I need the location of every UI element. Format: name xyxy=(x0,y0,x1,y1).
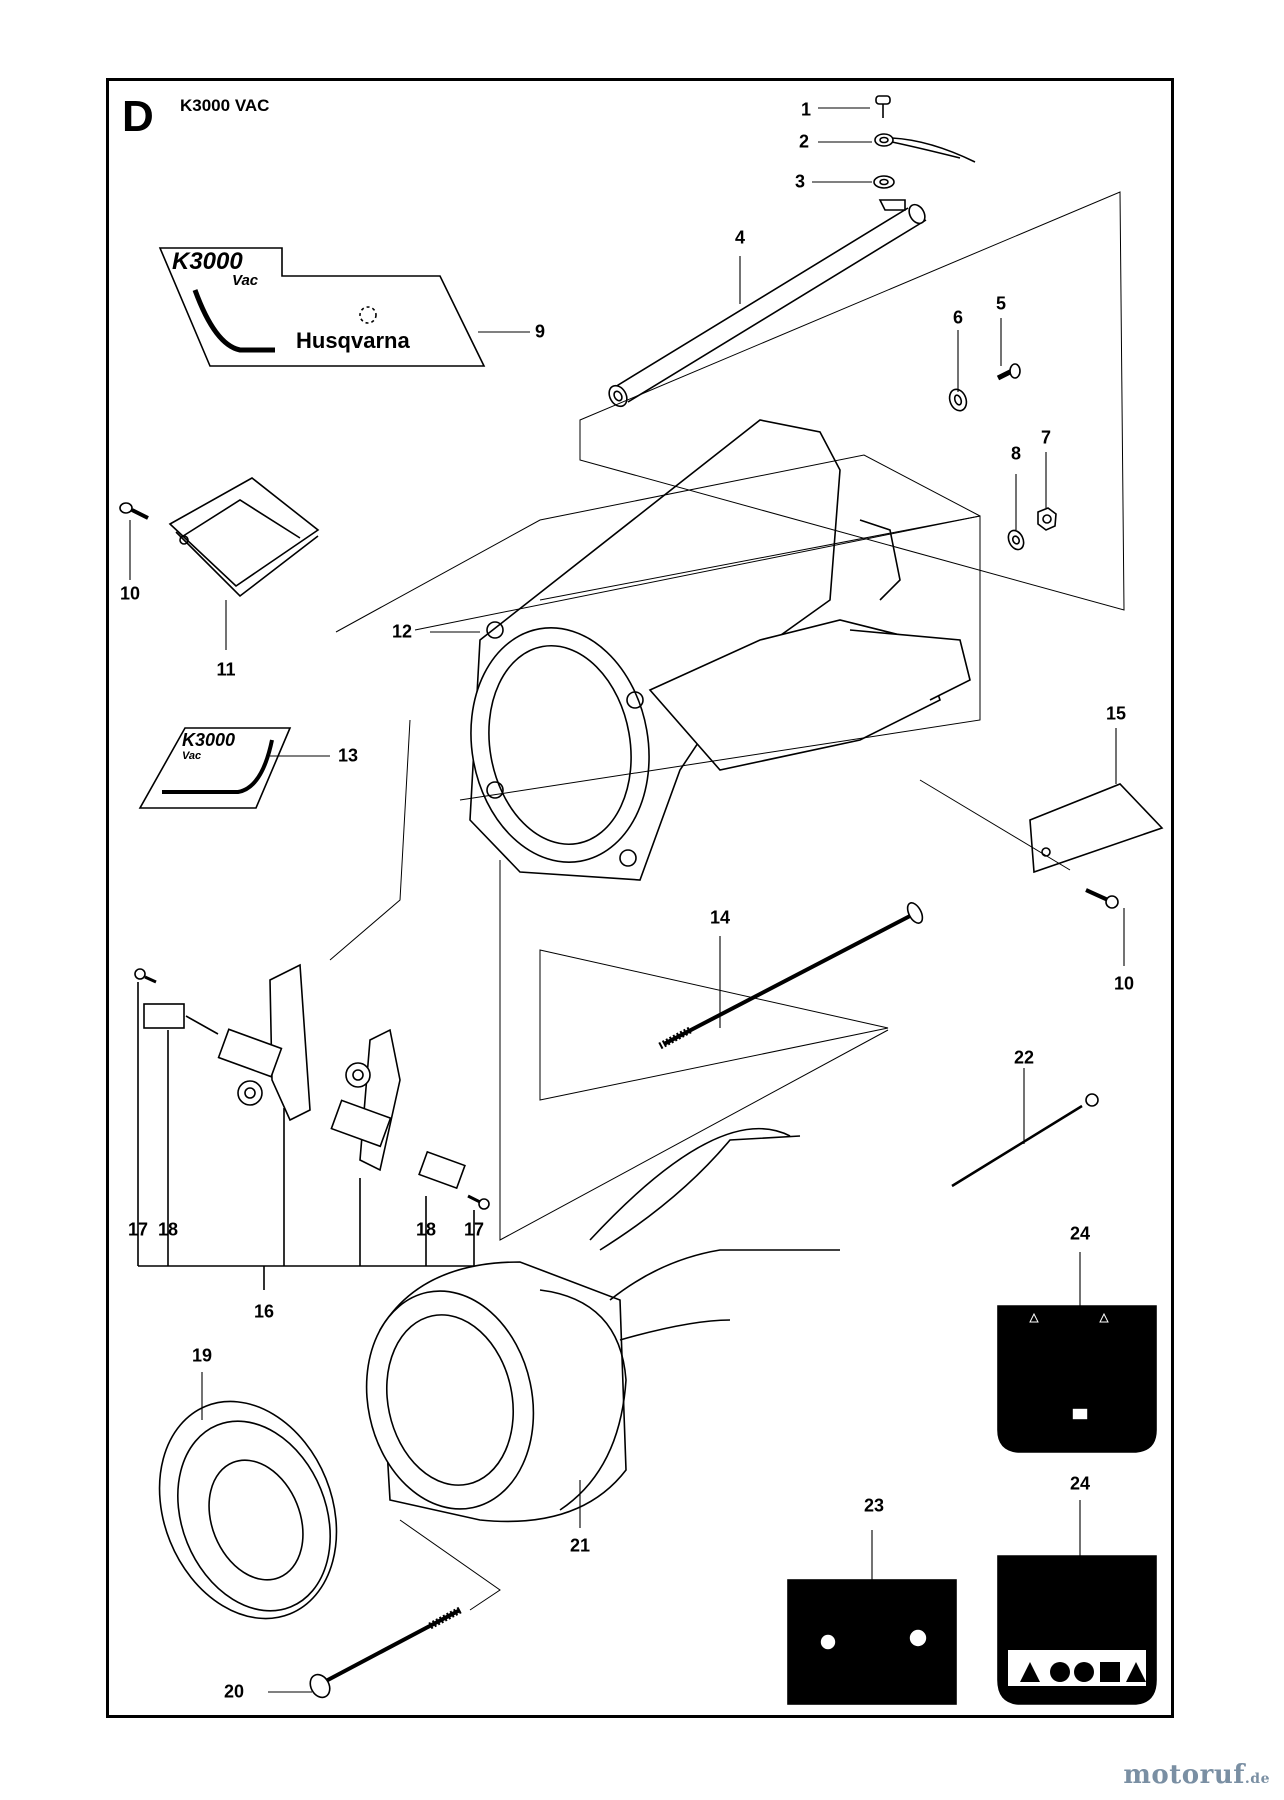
part-decal-13 xyxy=(138,727,292,809)
callout-12: 12 xyxy=(391,621,413,642)
bracket-16 xyxy=(137,982,475,1290)
callout-9: 9 xyxy=(534,321,546,342)
callout-3: 3 xyxy=(794,171,806,192)
callout-7: 7 xyxy=(1040,427,1052,448)
callout-11: 11 xyxy=(216,659,236,680)
diagram-frame xyxy=(106,78,1174,1718)
callout-1: 1 xyxy=(800,99,812,120)
part-bolt-20 xyxy=(309,1606,462,1699)
part-brush-holder-right xyxy=(330,1028,466,1190)
callout-13: 13 xyxy=(337,745,359,766)
part-stator-21 xyxy=(365,1127,840,1523)
part-tube-4 xyxy=(608,199,927,408)
part-screw-17-right xyxy=(467,1194,490,1210)
decal-13-model-text: K3000 xyxy=(182,730,236,750)
callout-10-right: 10 xyxy=(1113,973,1135,994)
callout-17-left: 17 xyxy=(127,1219,149,1240)
model-title: K3000 VAC xyxy=(180,96,270,115)
callout-18-left: 18 xyxy=(157,1219,179,1240)
part-cover-15 xyxy=(1029,783,1164,874)
callout-22: 22 xyxy=(1013,1047,1035,1068)
part-cover-11 xyxy=(168,477,320,598)
callout-6: 6 xyxy=(952,307,964,328)
part-washer-6 xyxy=(948,388,968,412)
callout-20: 20 xyxy=(223,1681,245,1702)
part-bolt-14 xyxy=(658,902,924,1050)
callout-4: 4 xyxy=(734,227,746,248)
callout-24-top: 24 xyxy=(1069,1223,1091,1244)
part-washer-8 xyxy=(1007,529,1025,551)
part-sticker-24-bottom xyxy=(997,1555,1157,1705)
part-sticker-24-top xyxy=(997,1305,1157,1453)
part-cable-22 xyxy=(951,1093,1099,1188)
part-screw-1 xyxy=(875,95,891,118)
leader-lines xyxy=(129,107,1125,1693)
part-washer-2 xyxy=(874,133,976,163)
part-screw-10-left xyxy=(119,502,149,520)
callout-19: 19 xyxy=(191,1345,213,1366)
callout-24-bottom: 24 xyxy=(1069,1473,1091,1494)
callout-17-right: 17 xyxy=(463,1219,485,1240)
decal-13-sub-text: Vac xyxy=(182,750,202,762)
callout-8: 8 xyxy=(1010,443,1022,464)
part-screw-10-right xyxy=(1085,888,1119,909)
callout-23: 23 xyxy=(863,1495,885,1516)
part-screw-17-left xyxy=(134,968,157,984)
part-brush-holder-left xyxy=(143,963,311,1122)
callout-5: 5 xyxy=(995,293,1007,314)
watermark-tld: .de xyxy=(1244,1771,1270,1787)
decal-9-model-text: K3000 xyxy=(172,248,243,275)
part-sticker-23 xyxy=(787,1579,957,1705)
callout-2: 2 xyxy=(798,131,810,152)
part-motor-housing-12 xyxy=(469,419,971,881)
watermark-name: motoruf xyxy=(1123,1760,1245,1790)
decal-9-brand-text: Husqvarna xyxy=(296,328,410,353)
callout-18-right: 18 xyxy=(415,1219,437,1240)
part-washer-3 xyxy=(873,175,895,189)
part-screw-5 xyxy=(996,363,1021,381)
part-nut-7 xyxy=(1037,507,1057,531)
callout-15: 15 xyxy=(1105,703,1127,724)
part-decal-9 xyxy=(158,247,486,367)
watermark-logo: motoruf.de xyxy=(1123,1760,1270,1790)
callout-10-left: 10 xyxy=(119,583,141,604)
section-letter: D xyxy=(122,92,154,141)
part-ring-19 xyxy=(158,1400,338,1620)
callout-16: 16 xyxy=(253,1301,275,1322)
callout-21: 21 xyxy=(569,1535,591,1556)
callout-14: 14 xyxy=(709,907,731,928)
decal-9-sub-text: Vac xyxy=(232,272,259,289)
